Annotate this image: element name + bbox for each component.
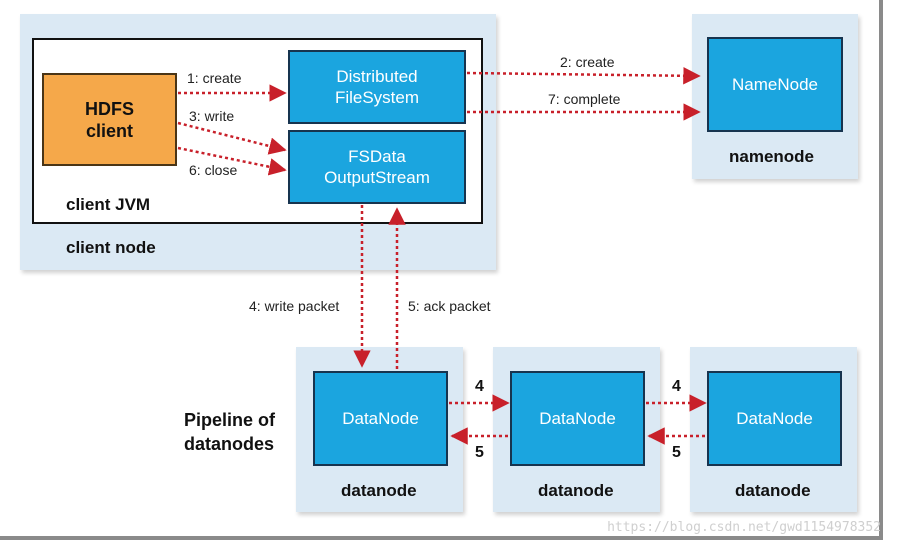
pipeline-label: Pipeline of datanodes — [184, 408, 275, 456]
client-jvm-label: client JVM — [66, 195, 151, 214]
distributed-filesystem-box: Distributed FileSystem — [288, 50, 466, 124]
watermark: https://blog.csdn.net/gwd1154978352 — [607, 520, 881, 535]
datanode-label-1: datanode — [341, 481, 417, 500]
label-5-ack-packet: 5: ack packet — [408, 298, 491, 314]
fsdata-outputstream-box: FSData OutputStream — [288, 130, 466, 204]
hdfs-client-box: HDFS client — [42, 73, 177, 166]
datanode-box-3: DataNode — [707, 371, 842, 466]
fsdos-line1: FSData — [348, 147, 406, 166]
label-4-write-packet: 4: write packet — [249, 298, 340, 314]
label-2-create: 2: create — [560, 54, 615, 70]
label-3-write: 3: write — [189, 108, 235, 124]
dfs-line2: FileSystem — [334, 88, 420, 107]
dfs-line1: Distributed — [336, 67, 418, 86]
label-7-complete: 7: complete — [548, 91, 621, 107]
label-pipe-5b: 5 — [672, 444, 681, 461]
pipeline-line2: datanodes — [184, 434, 275, 454]
datanode-label-2: datanode — [538, 481, 614, 500]
hdfs-client-line2: client — [85, 120, 133, 141]
fsdos-line2: OutputStream — [324, 168, 430, 187]
client-node-label: client node — [66, 238, 156, 257]
namenode-label: namenode — [729, 147, 815, 166]
label-pipe-4a: 4 — [475, 378, 484, 395]
label-6-close: 6: close — [189, 162, 238, 178]
pipeline-line1: Pipeline of — [184, 410, 276, 430]
arrow-2-create — [466, 67, 701, 85]
label-pipe-4b: 4 — [672, 378, 681, 395]
arrow-6-close — [177, 146, 287, 176]
label-1-create: 1: create — [187, 70, 242, 86]
namenode-box: NameNode — [707, 37, 843, 132]
arrow-3-write — [177, 121, 287, 155]
outer-frame — [0, 0, 883, 540]
datanode-label-3: datanode — [735, 481, 811, 500]
datanode-box-2: DataNode — [510, 371, 645, 466]
datanode-box-1: DataNode — [313, 371, 448, 466]
label-pipe-5a: 5 — [475, 444, 484, 461]
hdfs-client-line1: HDFS — [85, 98, 134, 119]
